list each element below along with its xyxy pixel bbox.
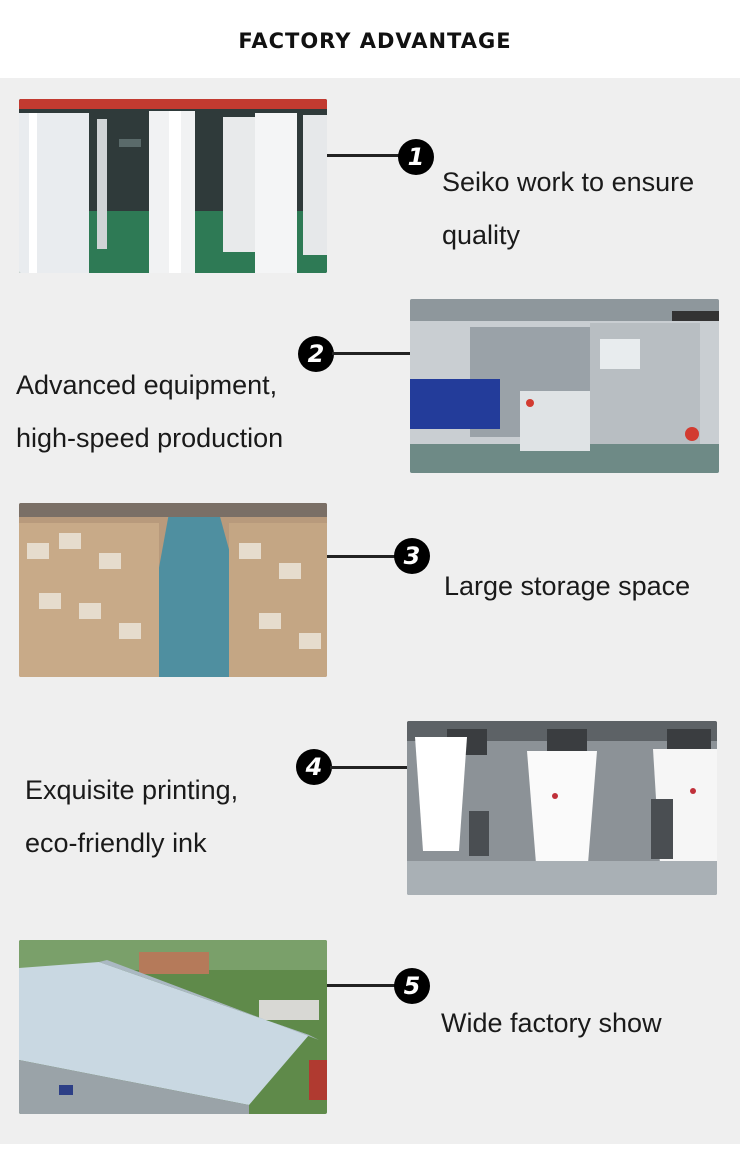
- feature-text: Large storage space: [444, 560, 690, 613]
- feature-text: Advanced equipment, high-speed productio…: [16, 359, 283, 465]
- production-machine-photo: [410, 299, 719, 473]
- feature-text-line: eco-friendly ink: [25, 828, 207, 858]
- feature-text: Seiko work to ensure quality: [442, 156, 694, 262]
- connector-line: [332, 352, 410, 355]
- feature-text-line: Wide factory show: [441, 1008, 662, 1038]
- feature-text-line: Large storage space: [444, 571, 691, 601]
- factory-aerial-photo: [19, 940, 327, 1114]
- feature-text: Exquisite printing, eco-friendly ink: [25, 764, 238, 870]
- page-header: FACTORY ADVANTAGE: [0, 0, 750, 78]
- step-number-badge: 4: [296, 749, 332, 785]
- step-number-badge: 2: [298, 336, 334, 372]
- connector-line: [327, 555, 397, 558]
- step-number-badge: 5: [394, 968, 430, 1004]
- step-number-badge: 1: [398, 139, 434, 175]
- connector-line: [327, 154, 401, 157]
- warehouse-storage-photo: [19, 503, 327, 677]
- printed-cups-photo: [407, 721, 717, 895]
- connector-line: [327, 984, 397, 987]
- feature-text-line: high-speed production: [16, 423, 284, 453]
- feature-text-line: Exquisite printing,: [25, 775, 239, 805]
- feature-text-line: quality: [442, 220, 521, 250]
- feature-text-line: Advanced equipment,: [16, 370, 278, 400]
- connector-line: [330, 766, 407, 769]
- step-number-badge: 3: [394, 538, 430, 574]
- cup-stacks-photo: [19, 99, 327, 273]
- factory-panel: 1 Seiko work to ensure quality 2 Advance…: [0, 78, 740, 1144]
- feature-text-line: Seiko work to ensure: [442, 167, 695, 197]
- page-title: FACTORY ADVANTAGE: [238, 29, 512, 53]
- feature-text: Wide factory show: [441, 997, 662, 1050]
